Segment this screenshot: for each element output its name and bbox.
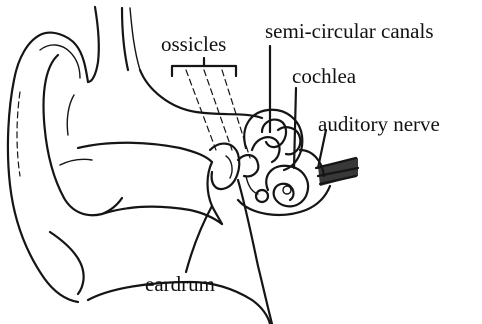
- auditory-nerve-label: auditory nerve: [318, 112, 440, 136]
- ear-canal: [78, 143, 272, 324]
- head-outline: [122, 8, 262, 118]
- cochlea-label: cochlea: [292, 64, 356, 88]
- auditory-nerve: [316, 158, 358, 186]
- inner-ear: [238, 110, 330, 215]
- ossicles-label: ossicles: [161, 32, 226, 56]
- outer-ear-drawing: [8, 7, 122, 302]
- semicircular-canals-label: semi-circular canals: [265, 19, 434, 43]
- eardrum-label: eardrum: [145, 272, 215, 296]
